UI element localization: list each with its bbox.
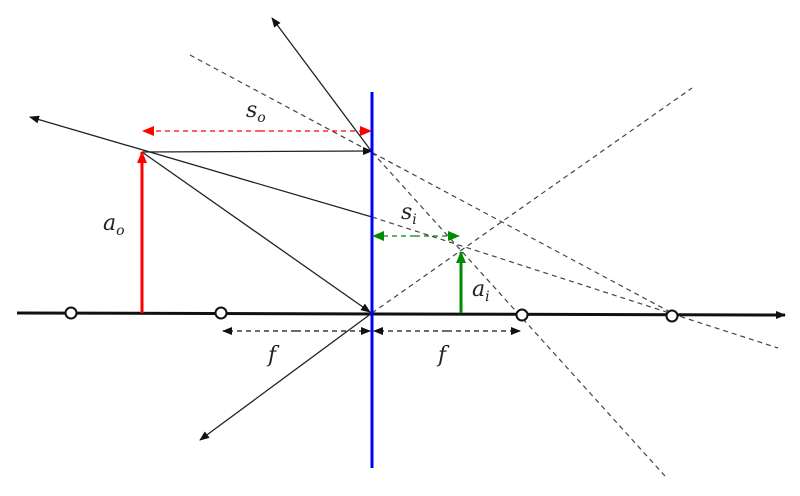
focal-point-left	[214, 306, 228, 320]
label-focal-left: f	[266, 343, 280, 368]
dashed-extension-middle-ray	[371, 216, 779, 349]
ray-from-center-down	[199, 312, 373, 441]
optical-axis	[16, 310, 786, 319]
label-focal-right: f	[436, 343, 450, 368]
focal-point-2f-right	[665, 309, 679, 323]
dashed-extension-top-ray	[189, 54, 673, 314]
dashed-extension-center-ray	[371, 87, 693, 314]
label-image-height: ai	[472, 277, 490, 305]
ray-parallel	[141, 147, 373, 156]
label-object-distance: so	[246, 98, 266, 126]
focal-point-right	[515, 308, 529, 322]
ray-refracted-up	[271, 17, 373, 153]
ray-to-center	[141, 151, 371, 313]
focal-point-2f-left	[64, 306, 78, 320]
ray-middle-reflected	[29, 115, 373, 218]
label-image-distance: si	[401, 200, 417, 228]
label-object-height: ao	[103, 211, 125, 239]
